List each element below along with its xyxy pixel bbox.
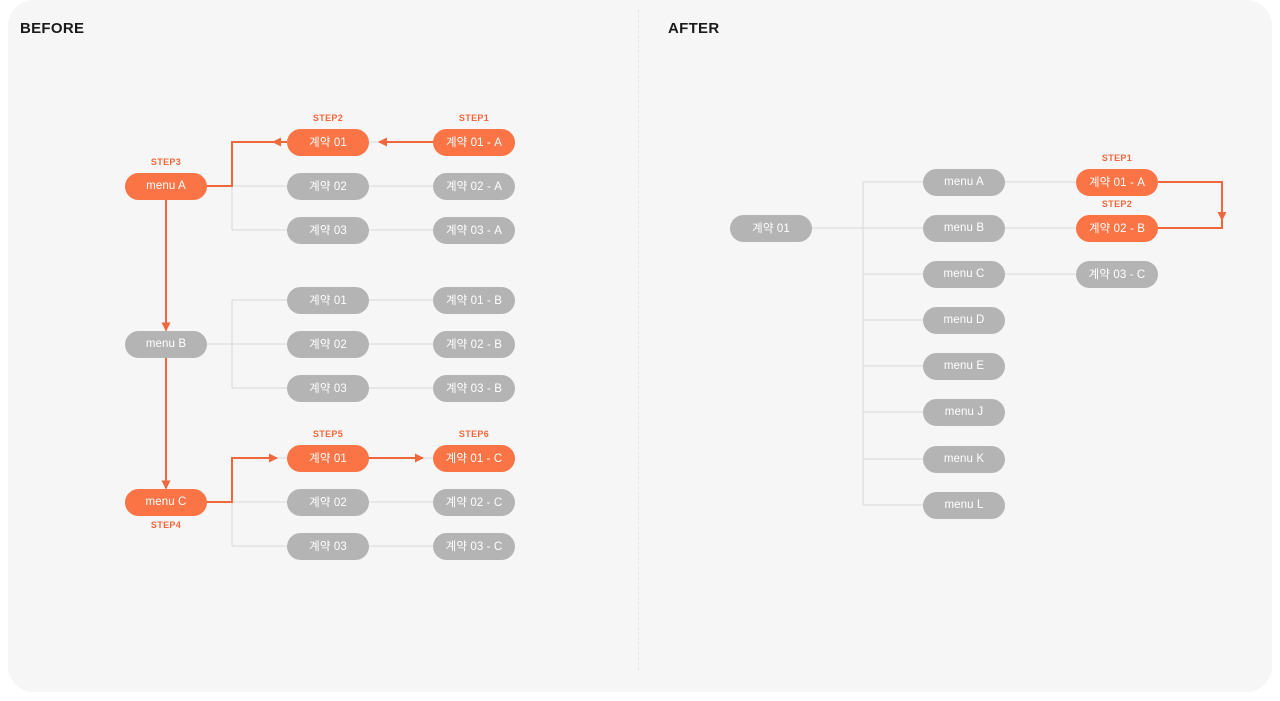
after-menu-node-menu-e[interactable]: menu E bbox=[923, 352, 1005, 380]
before-leaf-node-2-1[interactable]: 계약 02 - C bbox=[433, 488, 515, 516]
after-menu-node-menu-l[interactable]: menu L bbox=[923, 491, 1005, 519]
before-leaf-node-0-1[interactable]: 계약 02 - A bbox=[433, 172, 515, 200]
after-menu-node-menu-j[interactable]: menu J bbox=[923, 398, 1005, 426]
before-mid-node-0-1[interactable]: 계약 02 bbox=[287, 172, 369, 200]
before-leaf-node-1-2[interactable]: 계약 03 - B bbox=[433, 374, 515, 402]
before-step-label-step5: STEP5 bbox=[312, 428, 344, 439]
after-menu-node-menu-k[interactable]: menu K bbox=[923, 445, 1005, 473]
after-menu-node-menu-c[interactable]: menu C bbox=[923, 260, 1005, 288]
after-menu-node-menu-a[interactable]: menu A bbox=[923, 168, 1005, 196]
before-mid-node-1-2[interactable]: 계약 03 bbox=[287, 374, 369, 402]
before-step-label-step4: STEP4 bbox=[150, 519, 182, 530]
content-card bbox=[8, 0, 1272, 692]
before-mid-node-0-0[interactable]: 계약 01 bbox=[287, 128, 369, 156]
after-menu-node-menu-b[interactable]: menu B bbox=[923, 214, 1005, 242]
before-step-label-step3: STEP3 bbox=[150, 156, 182, 167]
before-leaf-node-1-1[interactable]: 계약 02 - B bbox=[433, 330, 515, 358]
before-leaf-node-0-2[interactable]: 계약 03 - A bbox=[433, 216, 515, 244]
after-step-label-step2: STEP2 bbox=[1101, 198, 1133, 209]
after-step-label-step1: STEP1 bbox=[1101, 152, 1133, 163]
before-leaf-node-1-0[interactable]: 계약 01 - B bbox=[433, 286, 515, 314]
before-leaf-node-0-0[interactable]: 계약 01 - A bbox=[433, 128, 515, 156]
after-leaf-node-2[interactable]: 계약 03 - C bbox=[1076, 260, 1158, 288]
before-step-label-step1: STEP1 bbox=[458, 112, 490, 123]
before-leaf-node-2-2[interactable]: 계약 03 - C bbox=[433, 532, 515, 560]
before-step-label-step6: STEP6 bbox=[458, 428, 490, 439]
before-menu-node-menu-b[interactable]: menu B bbox=[125, 330, 207, 358]
before-mid-node-2-1[interactable]: 계약 02 bbox=[287, 488, 369, 516]
after-menu-node-menu-d[interactable]: menu D bbox=[923, 306, 1005, 334]
before-mid-node-0-2[interactable]: 계약 03 bbox=[287, 216, 369, 244]
after-root-node[interactable]: 계약 01 bbox=[730, 214, 812, 242]
before-menu-node-menu-a[interactable]: menu A bbox=[125, 172, 207, 200]
before-step-label-step2: STEP2 bbox=[312, 112, 344, 123]
before-mid-node-1-1[interactable]: 계약 02 bbox=[287, 330, 369, 358]
after-leaf-node-0[interactable]: 계약 01 - A bbox=[1076, 168, 1158, 196]
before-mid-node-2-2[interactable]: 계약 03 bbox=[287, 532, 369, 560]
panel-divider bbox=[638, 10, 639, 670]
after-leaf-node-1[interactable]: 계약 02 - B bbox=[1076, 214, 1158, 242]
panel-title-before: BEFORE bbox=[20, 20, 85, 37]
before-leaf-node-2-0[interactable]: 계약 01 - C bbox=[433, 444, 515, 472]
panel-title-after: AFTER bbox=[668, 20, 720, 37]
before-menu-node-menu-c[interactable]: menu C bbox=[125, 488, 207, 516]
before-mid-node-1-0[interactable]: 계약 01 bbox=[287, 286, 369, 314]
before-mid-node-2-0[interactable]: 계약 01 bbox=[287, 444, 369, 472]
